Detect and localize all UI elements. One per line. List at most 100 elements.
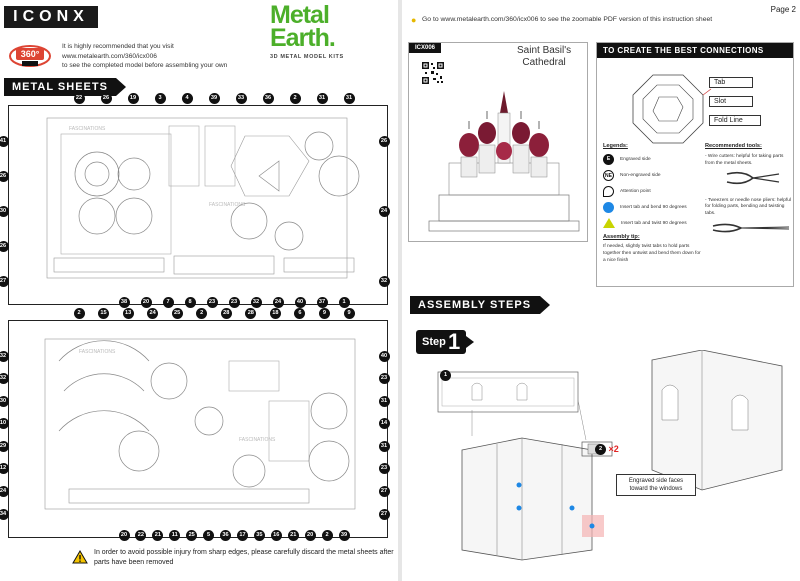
part-number-badge: 20 <box>304 529 316 541</box>
sheet-1-watermark-2: FASCINATIONS <box>209 202 246 208</box>
sheet-1-drawing: FASCINATIONS FASCINATIONS <box>46 117 360 279</box>
legend-row-bend: Insert tab and bend 90 degrees <box>603 202 703 213</box>
part-number-badge: 36 <box>262 92 274 104</box>
part-number-badge: 2 <box>321 529 333 541</box>
metal-sheets-title: METAL SHEETS <box>4 78 126 96</box>
model-code: ICX006 <box>409 43 442 53</box>
part-number-badge: 34 <box>0 508 9 520</box>
legend-row-twist: Insert tab and twist 90 degrees <box>603 218 703 228</box>
part-number-badge: 31 <box>378 440 390 452</box>
part-number-badge: 17 <box>236 529 248 541</box>
legend-title: Legends: <box>603 143 628 149</box>
model-name-line-2: Cathedral <box>522 57 566 68</box>
warning-text: In order to avoid possible injury from s… <box>94 549 394 566</box>
legend-row-engraved: E Engraved side <box>603 154 703 165</box>
part-number-badge: 28 <box>220 307 232 319</box>
part-number-badge: 16 <box>270 529 282 541</box>
part-number-badge: 23 <box>228 296 240 308</box>
part-number-badge: 31 <box>316 92 328 104</box>
part-number-badge: 28 <box>245 307 257 319</box>
step-number: 1 <box>448 329 461 354</box>
part-number-badge: 39 <box>208 92 220 104</box>
tool-pliers: - Tweezers or needle nose pliers: helpfu… <box>705 197 792 217</box>
part-number-badge: 4 <box>181 92 193 104</box>
goto-text[interactable]: Go to www.metalearth.com/360/icx006 to s… <box>422 16 713 23</box>
part-number-badge: 2 <box>73 307 85 319</box>
part-number-badge: 25 <box>171 307 183 319</box>
bend-90-icon <box>603 202 614 213</box>
legend: Legends: E Engraved side NE Non-engraved… <box>603 143 703 264</box>
part-number-badge: 32 <box>0 373 9 385</box>
part-number-badge: 3 <box>154 92 166 104</box>
part-2-quantity-text: ×2 <box>608 444 619 454</box>
left-page: ICONX 360° It is highly recommended that… <box>0 0 398 581</box>
twist-90-icon <box>603 218 615 228</box>
part-number-badge: 26 <box>0 170 9 182</box>
tool-wire-cutters: - Wire cutters: helpful for taking parts… <box>705 154 784 166</box>
tools-title: Recommended tools: <box>705 143 762 149</box>
part-number-badge: 32 <box>0 350 9 362</box>
part-number-badge: 9 <box>318 307 330 319</box>
part-1-badge: 1 <box>440 370 451 381</box>
intro-line-3: to see the completed model before assemb… <box>62 62 228 69</box>
recommended-tools: Recommended tools: - Wire cutters: helpf… <box>705 143 793 243</box>
intro-link[interactable]: www.metalearth.com/360/icx006 <box>62 52 157 60</box>
right-page: Page 2 ● Go to www.metalearth.com/360/ic… <box>402 0 800 581</box>
part-number-badge: 21 <box>287 529 299 541</box>
assembly-tip-title: Assembly tip: <box>603 234 640 240</box>
part-number-badge: 24 <box>0 485 9 497</box>
engraved-symbol: E <box>603 154 614 165</box>
part-number-badge: 29 <box>0 440 9 452</box>
view-360-icon: 360° <box>9 45 51 67</box>
part-number-badge: 1 <box>338 296 350 308</box>
twist-90-text: Insert tab and twist 90 degrees <box>621 220 687 226</box>
part-number-badge: 19 <box>127 92 139 104</box>
octagon-diagram <box>632 74 712 144</box>
connections-panel: TO CREATE THE BEST CONNECTIONS Tab Slot … <box>596 42 794 287</box>
slot-label: Slot <box>709 96 753 107</box>
part-number-badge: 26 <box>0 240 9 252</box>
part-number-badge: 27 <box>378 508 390 520</box>
part-number-badge: 41 <box>0 135 9 147</box>
part-number-badge: 20 <box>118 529 130 541</box>
view-360-label: 360° <box>21 49 40 59</box>
engraved-text: Engraved side <box>620 157 651 162</box>
part-number-badge: 8 <box>184 296 196 308</box>
sheet-1-watermark: FASCINATIONS <box>69 126 106 132</box>
non-engraved-text: Non-engraved side <box>620 173 661 178</box>
attention-point-text: Attention point <box>620 189 651 194</box>
engraved-side-callout: Engraved side faces toward the windows <box>616 474 696 496</box>
part-number-badge: 31 <box>378 395 390 407</box>
model-name: Saint Basil's Cathedral <box>517 45 571 69</box>
logo-line-1: Metal <box>270 1 330 29</box>
part-number-badge: 15 <box>98 307 110 319</box>
legend-row-non-engraved: NE Non-engraved side <box>603 170 703 181</box>
sheet-2-drawing: FASCINATIONS FASCINATIONS <box>44 338 356 510</box>
cathedral-illustration <box>428 91 580 232</box>
part-number-badge: 24 <box>378 205 390 217</box>
sheet-2-watermark-2: FASCINATIONS <box>239 437 276 443</box>
part-number-badge: 23 <box>206 296 218 308</box>
page-number: Page 2 <box>770 5 796 14</box>
part-number-badge: 25 <box>186 529 198 541</box>
intro-line-1: It is highly recommended that you visit <box>62 43 174 50</box>
part-number-badge: 27 <box>0 275 9 287</box>
legend-row-attention: Attention point <box>603 186 703 197</box>
sheet-2-watermark: FASCINATIONS <box>79 349 116 355</box>
part-number-badge: 23 <box>378 373 390 385</box>
part-number-badge: 21 <box>152 529 164 541</box>
part-2-badge: 2 <box>595 444 606 456</box>
part-number-badge: 32 <box>250 296 262 308</box>
part-number-badge: 2 <box>289 92 301 104</box>
step-1-diagram <box>437 350 783 561</box>
qr-code-icon[interactable] <box>421 61 445 85</box>
part-number-badge: 33 <box>235 92 247 104</box>
part-number-badge: 36 <box>220 529 232 541</box>
non-engraved-symbol: NE <box>603 170 614 181</box>
assembly-tip-text: If needed, slightly twist tabs to hold p… <box>603 244 701 263</box>
fold-line-label: Fold Line <box>709 115 761 126</box>
lightbulb-icon: ● <box>411 15 417 25</box>
page-gutter <box>398 0 402 581</box>
